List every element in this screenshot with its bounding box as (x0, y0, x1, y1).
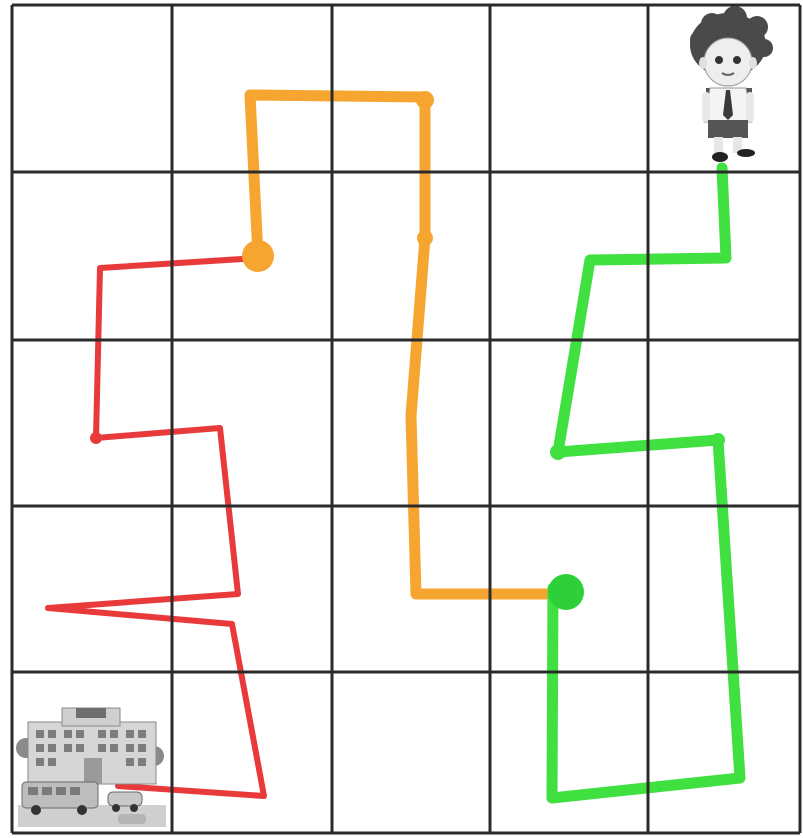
green-path-line (552, 168, 740, 798)
green-path-corner-dot-2 (711, 433, 725, 447)
green-path-corner-dot (550, 444, 566, 460)
school-building-icon (16, 708, 166, 827)
red-path-dot (90, 432, 102, 444)
schoolboy-icon (690, 6, 773, 162)
orange-path-mid-dot (417, 230, 433, 246)
orange-path-corner-dot (416, 91, 434, 109)
orange-path-start-dot (242, 240, 274, 272)
orange-path-line (250, 95, 556, 594)
green-path-end-dot (548, 574, 584, 610)
